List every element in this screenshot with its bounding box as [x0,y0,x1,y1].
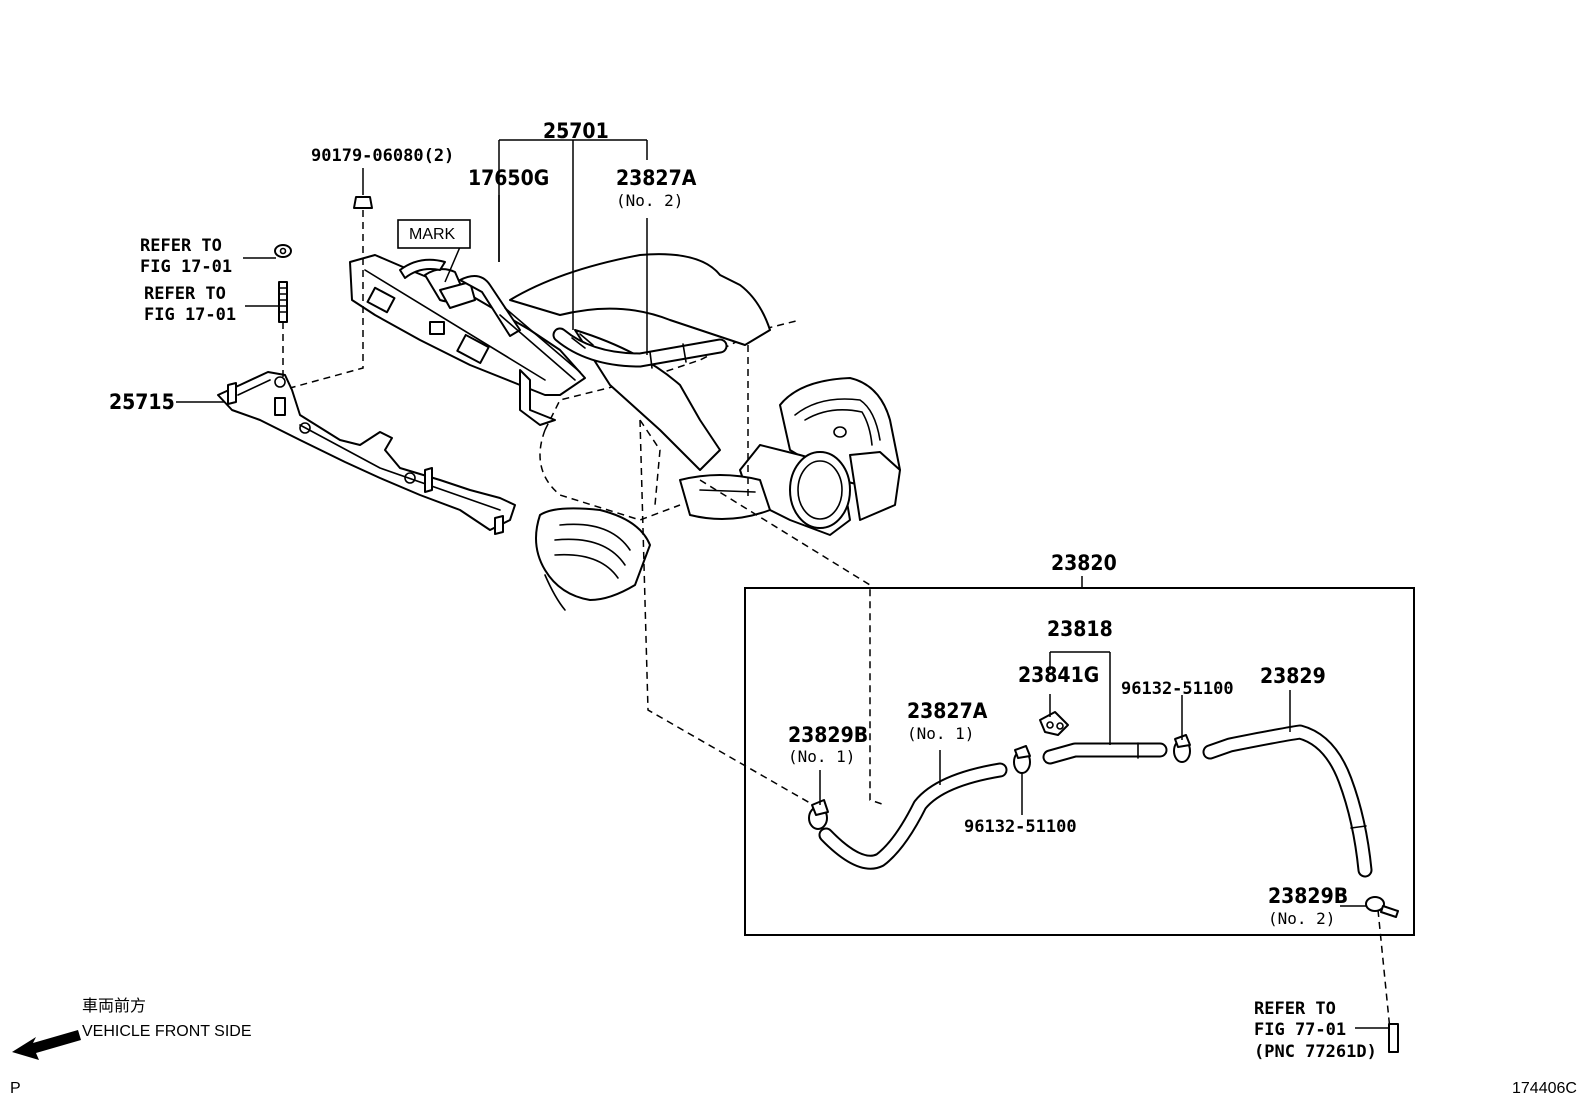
label-23829b-right-sub: (No. 2) [1268,909,1335,928]
hose-23818 [1042,742,1168,765]
label-refer3-a: REFER TO [1254,999,1336,1019]
assembly-box-23820 [744,587,1415,936]
intake-manifold-drawing [509,253,901,611]
label-refer1-b: FIG 17-01 [140,257,232,277]
label-96132-top: 96132-51100 [1121,679,1234,699]
label-23841g: 23841G [1018,663,1099,687]
label-96132-low: 96132-51100 [964,817,1077,837]
clamp-96132-left [1013,745,1031,774]
front-direction-arrow-icon [12,1030,81,1060]
label-90179: 90179-06080(2) [311,146,454,166]
dashed-guides [282,210,1391,1031]
label-25701: 25701 [543,119,609,143]
label-mark: MARK [409,226,456,243]
clamp-23829b-no2 [1365,896,1399,918]
label-23827a-low: 23827A [907,699,988,723]
hose-23827a-no2 [552,327,728,369]
label-23829b-right: 23829B [1268,884,1348,908]
label-23827a-top-sub: (No. 2) [616,191,683,210]
label-23820: 23820 [1051,551,1117,575]
clip-23841g [1039,711,1069,736]
label-17650g: 17650G [468,166,549,190]
corner-marker: P [10,1080,21,1097]
pipe-end-77261d [1388,1023,1399,1053]
label-refer3-b: FIG 77-01 [1254,1020,1346,1040]
stay-25715 [217,371,516,535]
nut-and-stud [274,196,373,323]
label-23829b-left: 23829B [788,723,868,747]
label-25715: 25715 [109,390,175,414]
clamp-96132-right [1173,734,1191,763]
label-refer1-a: REFER TO [140,236,222,256]
label-23827a-top: 23827A [616,166,697,190]
clamp-23829b-no1 [808,799,829,830]
hose-23827a-no1 [818,762,1008,870]
bracket-25701 [349,254,586,426]
label-refer2-a: REFER TO [144,284,226,304]
label-23818: 23818 [1047,617,1113,641]
figure-code: 174406C [1512,1080,1577,1097]
label-refer3-c: (PNC 77261D) [1254,1042,1377,1062]
label-23829: 23829 [1260,664,1326,688]
leader-lines [176,139,1389,1029]
label-front-en: VEHICLE FRONT SIDE [82,1023,252,1040]
hose-23829 [1202,724,1373,878]
label-23827a-low-sub: (No. 1) [907,724,974,743]
label-refer2-b: FIG 17-01 [144,305,236,325]
mark-box [397,219,471,249]
label-23829b-left-sub: (No. 1) [788,747,855,766]
label-front-jp: 車両前方 [82,997,146,1015]
